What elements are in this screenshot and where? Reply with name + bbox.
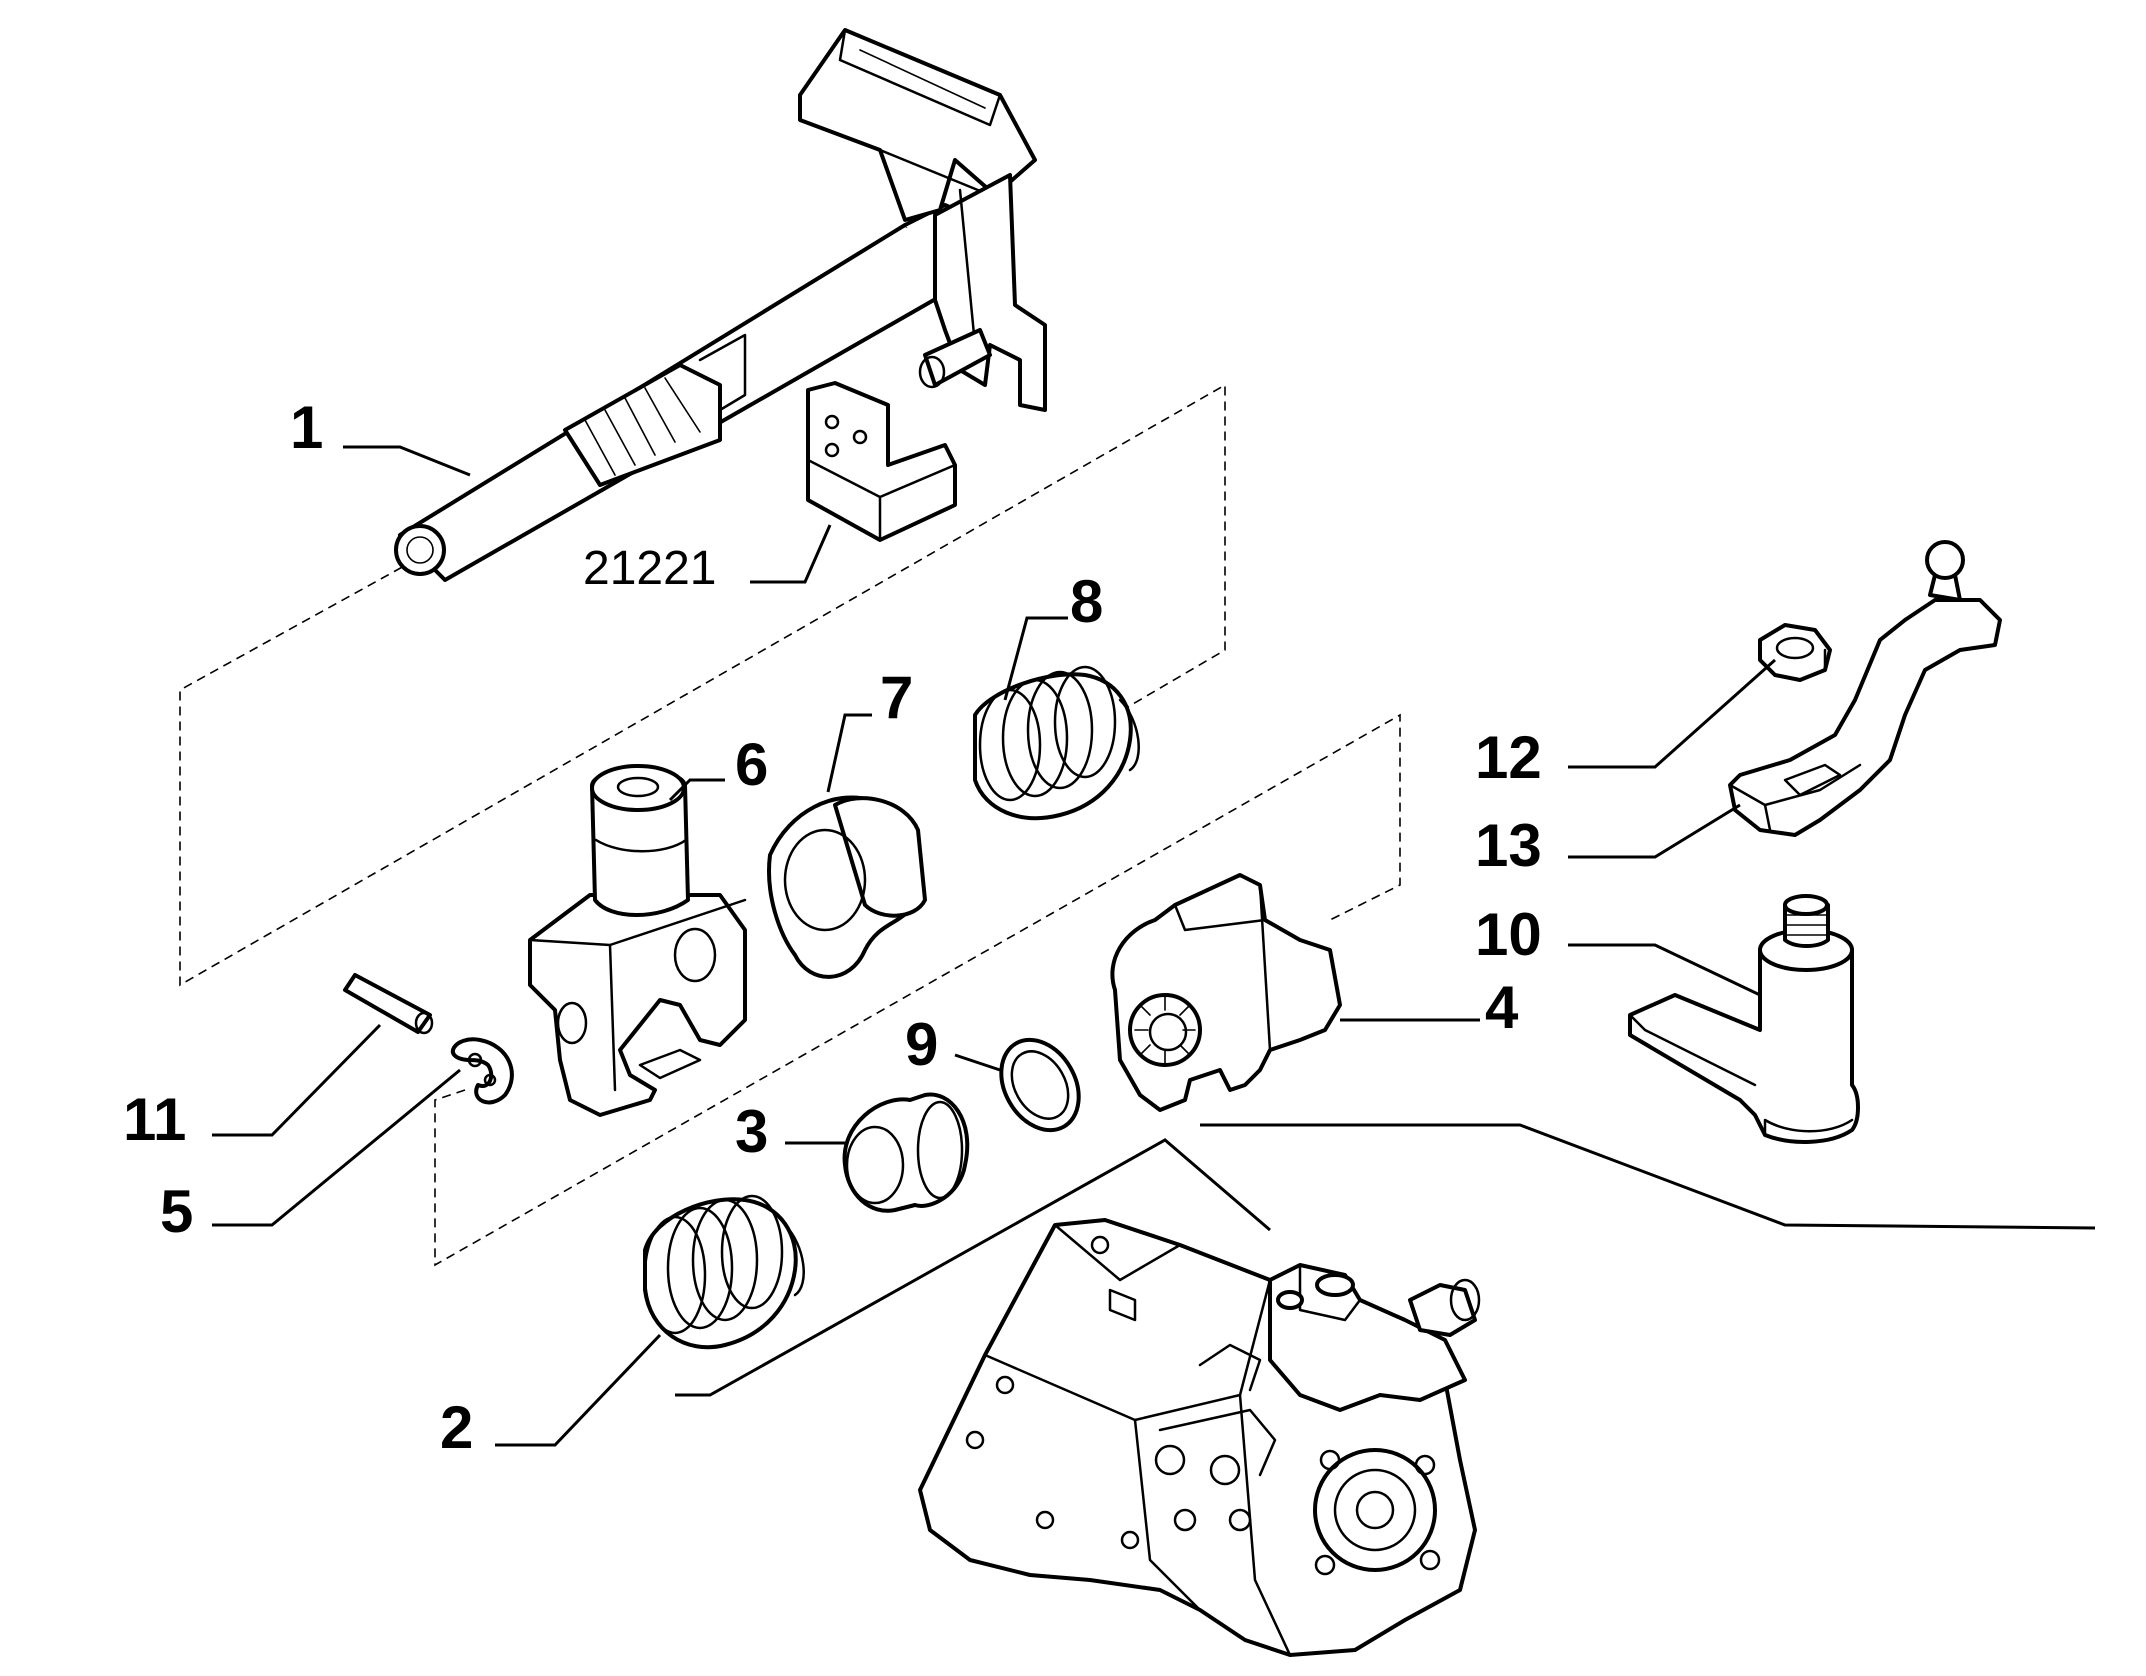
leader-11	[212, 1023, 382, 1137]
reference-code-21221: 21221	[583, 542, 716, 595]
leader-13	[1568, 803, 1741, 859]
leader-gearbox-left	[675, 1138, 1271, 1397]
leader-5	[212, 1068, 461, 1227]
callout-2: 2	[440, 1394, 473, 1461]
part-12-nut	[1758, 623, 1832, 682]
part-9-washer	[999, 1037, 1081, 1133]
callout-7: 7	[880, 664, 913, 731]
callout-5: 5	[160, 1178, 193, 1245]
leader-9	[954, 1053, 1001, 1072]
gearbox-assembly	[918, 1218, 1481, 1657]
callout-11: 11	[123, 1086, 186, 1153]
callout-10: 10	[1475, 901, 1542, 968]
leader-7	[826, 713, 872, 793]
leader-2	[495, 1333, 662, 1447]
part-1-selector-shaft	[394, 28, 1047, 582]
part-5-circlip	[450, 1037, 514, 1105]
callout-3: 3	[735, 1098, 768, 1165]
ref-21221-bracket-plate	[806, 381, 957, 542]
leader-1	[343, 445, 471, 477]
leader-6	[668, 778, 725, 802]
part-4-interlock-block	[1110, 873, 1342, 1112]
part-3-bush	[842, 1092, 970, 1213]
leader-21221	[750, 524, 832, 584]
leader-8	[1003, 616, 1068, 701]
part-11-roll-pin	[343, 973, 434, 1035]
leader-gearbox-right	[1200, 1123, 2096, 1230]
callout-6: 6	[735, 731, 768, 798]
leader-12	[1568, 658, 1776, 769]
dashed-group-outline-upper	[179, 383, 1226, 987]
dashed-group-outline-lower	[434, 713, 1401, 1267]
callout-12: 12	[1475, 724, 1542, 791]
part-6-selector-fork	[528, 764, 747, 1117]
part-8-spring-upper	[973, 665, 1140, 821]
part-7-flanged-bush	[767, 795, 927, 979]
leader-10	[1568, 943, 1761, 997]
part-10-selector-stem	[1628, 894, 1860, 1144]
callout-1: 1	[290, 394, 323, 461]
callout-9: 9	[905, 1011, 938, 1078]
callout-8: 8	[1070, 568, 1103, 635]
callout-13: 13	[1475, 812, 1542, 879]
callout-4: 4	[1485, 974, 1519, 1041]
leader-lines	[212, 445, 2096, 1447]
callout-labels: 1 2 3 4 5 6 7 8 9 10 11 12 13 21221	[123, 394, 1542, 1461]
part-2-spring-lower	[643, 1194, 805, 1350]
part-13-ball-lever	[1728, 540, 2002, 837]
